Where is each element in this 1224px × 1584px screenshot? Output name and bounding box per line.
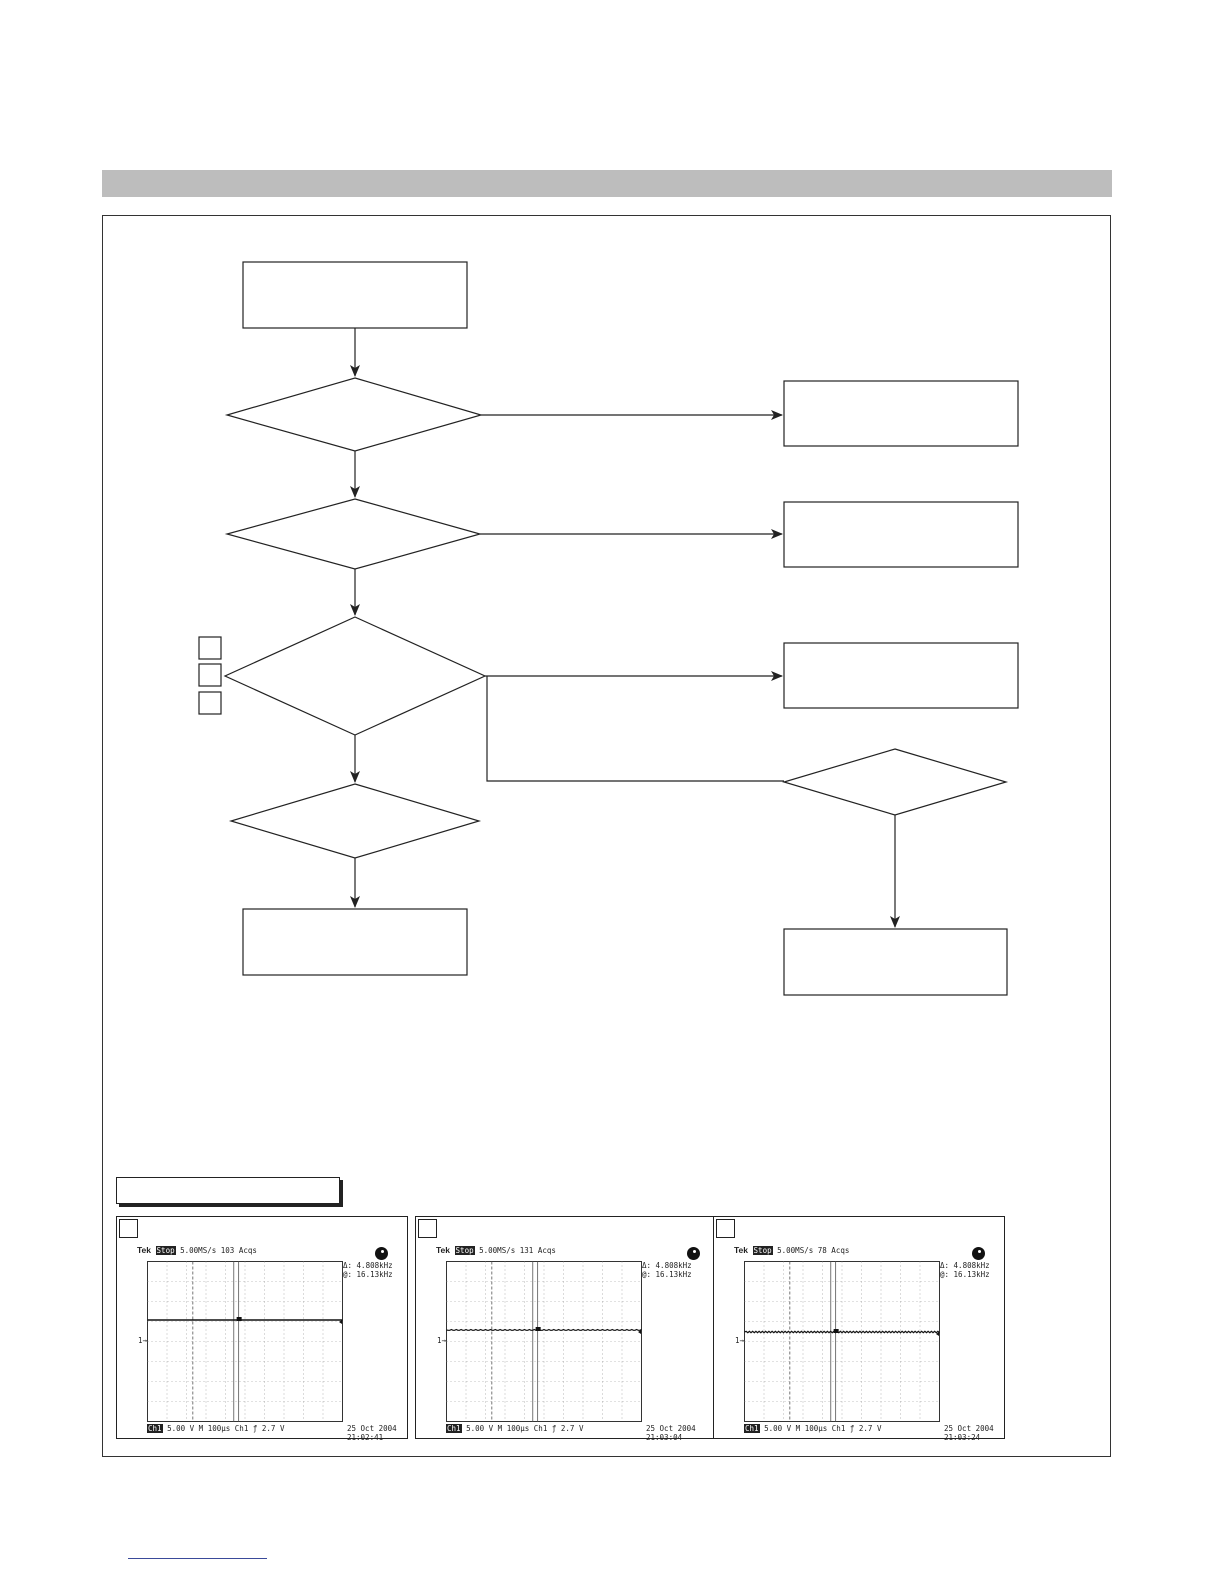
scope-run-state: Stop xyxy=(752,1246,773,1255)
scope-trigger-level: 2.7 V xyxy=(858,1424,882,1433)
scope-channel: Ch1 xyxy=(147,1424,163,1433)
scope-status-line: Tek Stop 5.00MS/s 78 Acqs xyxy=(734,1245,849,1255)
decision-4 xyxy=(228,783,482,859)
scope-knob-icon xyxy=(375,1247,388,1260)
scope-acquisitions: 103 Acqs xyxy=(220,1246,257,1255)
connector-d3-to-right-decision xyxy=(486,676,784,782)
end-box-left xyxy=(242,908,468,976)
ref-square-1 xyxy=(198,636,222,660)
scope-channel: Ch1 xyxy=(744,1424,760,1433)
scope-time-text: 21:03:24 xyxy=(944,1433,981,1442)
panel-number-tag xyxy=(418,1219,437,1238)
trigger-level-marker xyxy=(638,1330,641,1334)
scope-time-text: 21:03:04 xyxy=(646,1433,683,1442)
scope-sample-rate: 5.00MS/s xyxy=(479,1246,516,1255)
ref-square-2 xyxy=(198,663,222,687)
panel-number-tag xyxy=(716,1219,735,1238)
decision-2 xyxy=(224,498,483,570)
scope-trigger: Ch1 ƒ xyxy=(234,1424,258,1433)
trigger-marker xyxy=(535,1327,541,1331)
scope-status-line: Tek Stop 5.00MS/s 103 Acqs xyxy=(137,1245,257,1255)
scope-knob-icon xyxy=(687,1247,700,1260)
scope-trigger-level: 2.7 V xyxy=(560,1424,584,1433)
ground-marker: 1→ xyxy=(735,1336,745,1345)
scope-meas-delta: Δ: 4.808kHz xyxy=(343,1261,393,1270)
scope-meas-delta: Δ: 4.808kHz xyxy=(642,1261,692,1270)
scope-panel-1: Tek Stop 5.00MS/s 103 Acqs Δ: 4.808kHz@: … xyxy=(116,1216,408,1442)
ref-square-3 xyxy=(198,691,222,715)
scope-graticule xyxy=(446,1261,642,1422)
scope-time-text: 21:02:41 xyxy=(347,1433,384,1442)
ground-marker: 1→ xyxy=(437,1336,447,1345)
footer-link-underline xyxy=(128,1558,267,1559)
panel-number-tag xyxy=(119,1219,138,1238)
scope-volts-div: 5.00 V xyxy=(466,1424,494,1433)
scope-meas-delta: Δ: 4.808kHz xyxy=(940,1261,990,1270)
scope-settings-line: Ch1 5.00 V M 100µs Ch1 ƒ 2.7 V xyxy=(147,1424,284,1433)
scope-measurement: Δ: 4.808kHz@: 16.13kHz xyxy=(642,1261,692,1279)
scope-volts-div: 5.00 V xyxy=(764,1424,792,1433)
scope-panel-3: Tek Stop 5.00MS/s 78 Acqs Δ: 4.808kHz@: 1… xyxy=(713,1216,1005,1442)
ground-marker: 1→ xyxy=(138,1336,148,1345)
scope-measurement: Δ: 4.808kHz@: 16.13kHz xyxy=(343,1261,393,1279)
result-box-3 xyxy=(783,642,1019,709)
decision-3 xyxy=(223,616,487,736)
scope-meas-at: @: 16.13kHz xyxy=(642,1270,692,1279)
scope-run-state: Stop xyxy=(155,1246,176,1255)
scope-date-text: 25 Oct 2004 xyxy=(646,1424,696,1433)
scope-graticule xyxy=(147,1261,343,1422)
start-box xyxy=(242,261,468,329)
result-box-2 xyxy=(783,501,1019,568)
scope-meas-at: @: 16.13kHz xyxy=(343,1270,393,1279)
trigger-level-marker xyxy=(936,1332,939,1336)
end-box-right xyxy=(783,928,1008,996)
scope-graticule xyxy=(744,1261,940,1422)
scope-timebase: M 100µs xyxy=(795,1424,828,1433)
waveform-caption-box xyxy=(116,1177,340,1204)
scope-brand: Tek xyxy=(436,1245,451,1255)
scope-date-text: 25 Oct 2004 xyxy=(944,1424,994,1433)
scope-status-line: Tek Stop 5.00MS/s 131 Acqs xyxy=(436,1245,556,1255)
diagram-frame xyxy=(102,215,1111,1457)
scope-meas-at: @: 16.13kHz xyxy=(940,1270,990,1279)
scope-settings-line: Ch1 5.00 V M 100µs Ch1 ƒ 2.7 V xyxy=(744,1424,881,1433)
scope-trigger-level: 2.7 V xyxy=(261,1424,285,1433)
scope-settings-line: Ch1 5.00 V M 100µs Ch1 ƒ 2.7 V xyxy=(446,1424,583,1433)
scope-brand: Tek xyxy=(137,1245,152,1255)
scope-panel-2: Tek Stop 5.00MS/s 131 Acqs Δ: 4.808kHz@: … xyxy=(415,1216,720,1442)
scope-volts-div: 5.00 V xyxy=(167,1424,195,1433)
scope-trigger: Ch1 ƒ xyxy=(831,1424,855,1433)
scope-channel: Ch1 xyxy=(446,1424,462,1433)
scope-run-state: Stop xyxy=(454,1246,475,1255)
waveform-trace xyxy=(744,1330,940,1334)
scope-brand: Tek xyxy=(734,1245,749,1255)
section-header-bar xyxy=(102,170,1112,197)
scope-acquisitions: 131 Acqs xyxy=(519,1246,556,1255)
waveform-trace xyxy=(446,1328,642,1331)
decision-right xyxy=(781,748,1009,816)
scope-timebase: M 100µs xyxy=(198,1424,231,1433)
scope-sample-rate: 5.00MS/s xyxy=(180,1246,217,1255)
decision-1 xyxy=(224,377,484,452)
scope-timebase: M 100µs xyxy=(497,1424,530,1433)
scope-acquisitions: 78 Acqs xyxy=(817,1246,850,1255)
scope-date-text: 25 Oct 2004 xyxy=(347,1424,397,1433)
trigger-marker xyxy=(833,1329,839,1333)
trigger-marker xyxy=(236,1317,242,1321)
scope-knob-icon xyxy=(972,1247,985,1260)
scope-measurement: Δ: 4.808kHz@: 16.13kHz xyxy=(940,1261,990,1279)
scope-trigger: Ch1 ƒ xyxy=(533,1424,557,1433)
trigger-level-marker xyxy=(339,1320,342,1324)
result-box-1 xyxy=(783,380,1019,447)
scope-sample-rate: 5.00MS/s xyxy=(777,1246,814,1255)
